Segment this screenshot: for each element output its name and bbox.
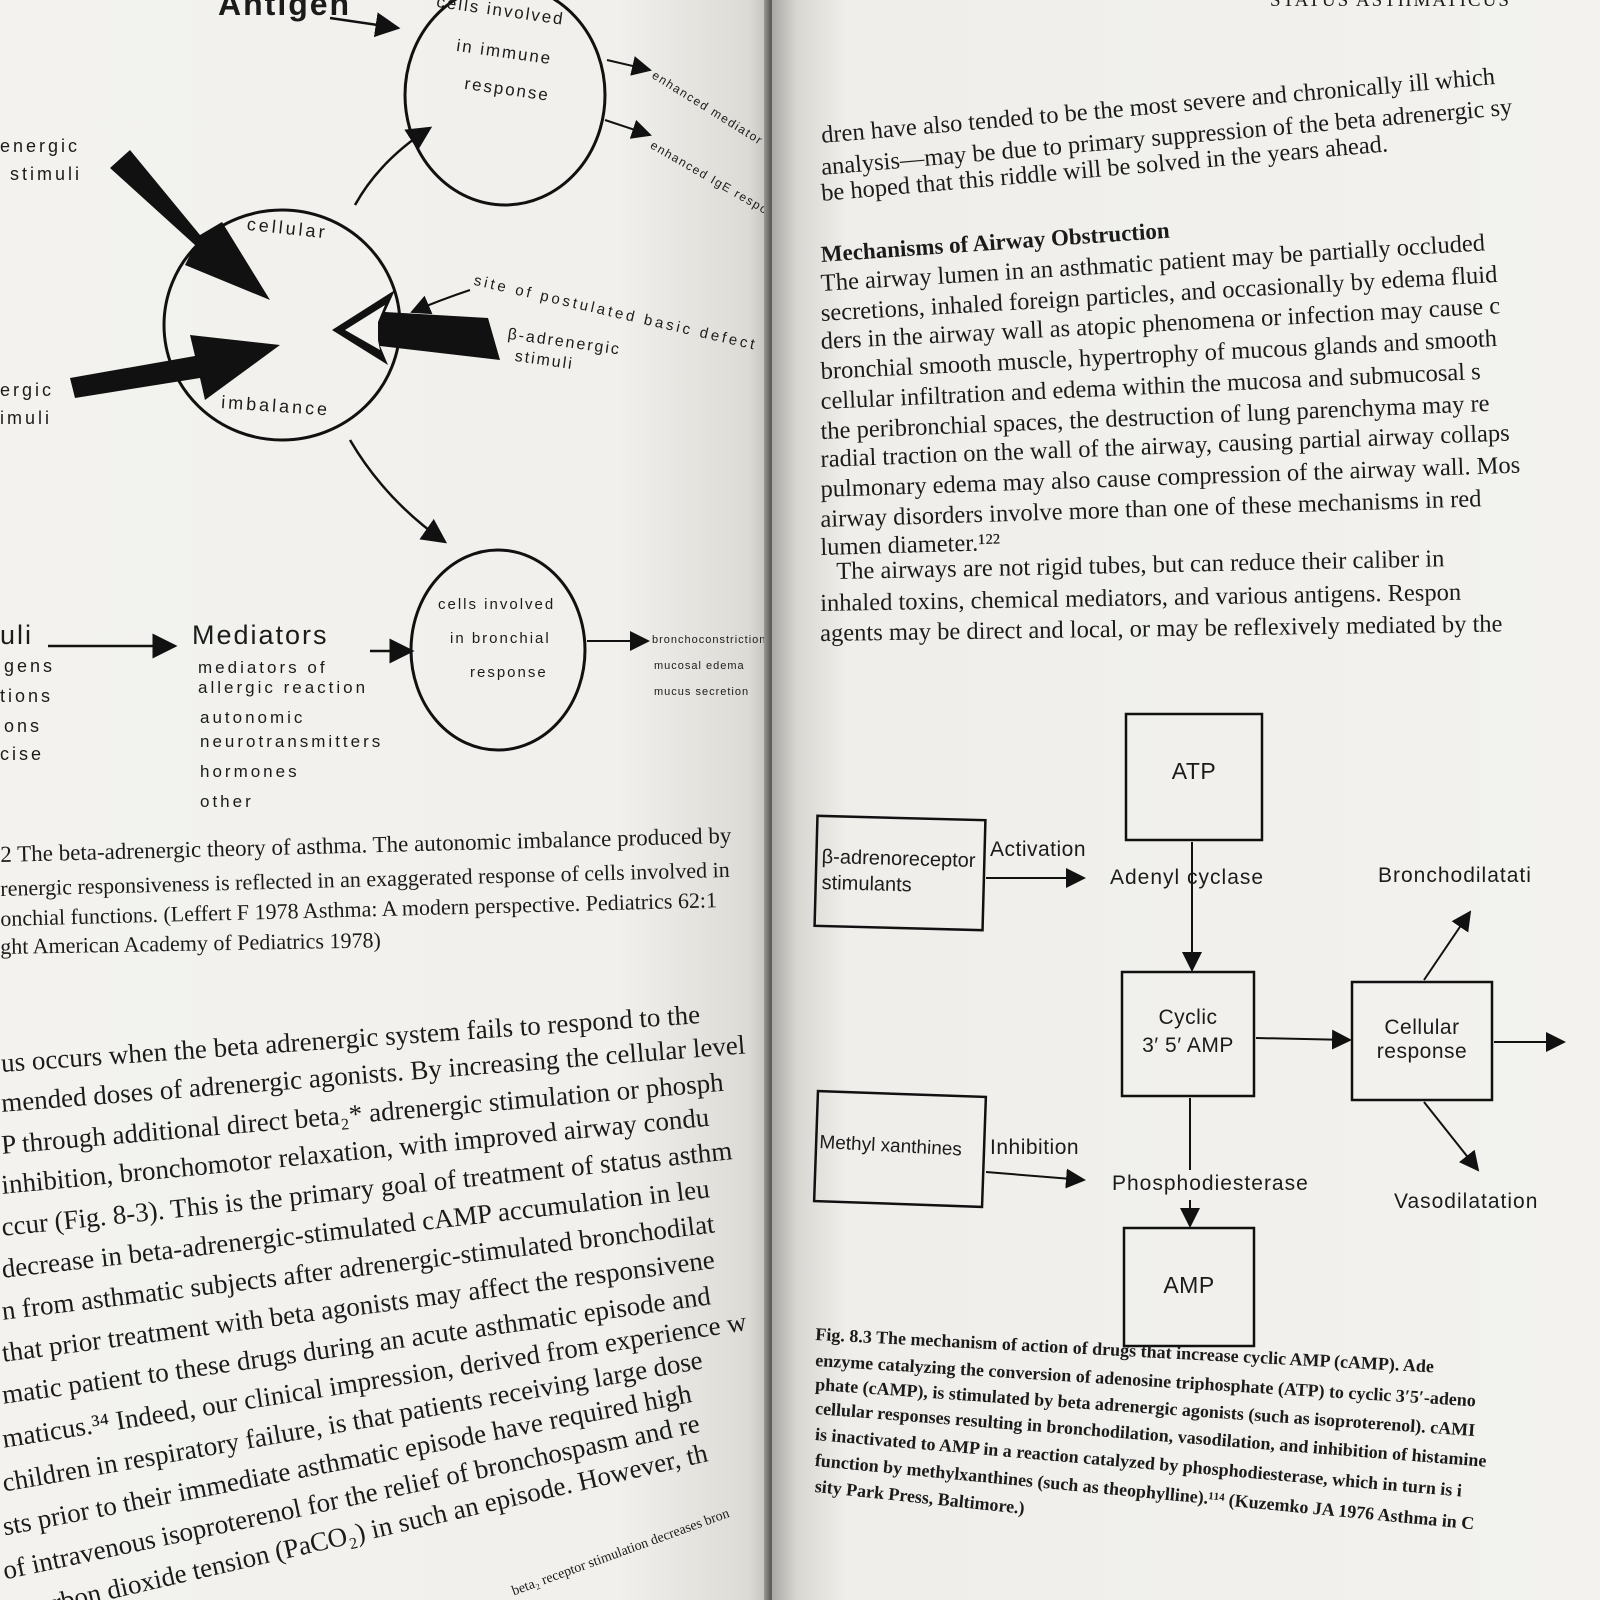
vasodilatation-arrow [1424, 1102, 1478, 1170]
mucus-secretion-label: mucus secretion [654, 686, 749, 698]
cyclic-amp-line-2: 3′ 5′ AMP [1122, 1034, 1254, 1058]
activation-label: Activation [990, 838, 1086, 862]
stimuli-item-4: cise [0, 744, 44, 765]
caption-8-2-line: ght American Academy of Pediatrics 1978) [0, 927, 381, 960]
amp-label: AMP [1124, 1272, 1254, 1299]
adrenergic-top-label-1: energic [0, 136, 80, 157]
bronchodilatation-arrow [1424, 912, 1470, 980]
adrenergic-bottom-arrow [70, 335, 280, 400]
bronchial-response-circle [411, 550, 585, 750]
phosphodiesterase-label: Phosphodiesterase [1112, 1172, 1309, 1196]
beta-stimulants-line-2: stimulants [821, 872, 912, 897]
adenyl-cyclase-label: Adenyl cyclase [1110, 866, 1264, 890]
antigen-label: Antigen [218, 0, 351, 23]
defect-pointer-arrow [412, 290, 470, 312]
footnote: beta₂ receptor stimulation decreases bro… [510, 1506, 732, 1600]
adrenergic-bottom-label-2: imuli [0, 408, 52, 429]
cellular-to-bronchial-arrow [350, 440, 445, 542]
atp-label: ATP [1126, 758, 1262, 785]
cellular-to-immune-arrow [355, 128, 430, 205]
bronchoconstriction-label: bronchoconstriction [652, 634, 766, 646]
immune-output-arrow-1 [607, 60, 650, 70]
cellular-response-line-1: Cellular [1352, 1016, 1492, 1040]
right-page: STATUS ASTHMATICUS dren have also tended… [772, 0, 1600, 1600]
inhibition-arrow [986, 1172, 1084, 1180]
cyclic-amp-line-1: Cyclic [1122, 1006, 1254, 1030]
beta-stimulants-line-1: β-adrenoreceptor [821, 846, 975, 873]
mediator-item-3: autonomic [200, 708, 305, 728]
mediator-item-6: other [200, 792, 254, 812]
inhibition-label: Inhibition [990, 1136, 1079, 1160]
bronchial-cells-line-2: in bronchial [450, 630, 551, 647]
stimuli-left-label: uli [0, 620, 33, 651]
mediator-item-4: neurotransmitters [200, 732, 383, 752]
cellular-response-line-2: response [1352, 1040, 1492, 1064]
adrenergic-top-label-2: stimuli [10, 164, 82, 185]
mediator-item-2: allergic reaction [198, 678, 368, 698]
vasodilatation-label: Vasodilatation [1394, 1190, 1538, 1214]
stimuli-item-1: gens [4, 656, 55, 677]
stimuli-item-3: ons [4, 716, 42, 737]
cyclic-to-cellular-arrow [1256, 1038, 1350, 1040]
immune-response-circle [405, 0, 605, 205]
adrenergic-bottom-label-1: ergic [0, 380, 54, 401]
mediator-item-1: mediators of [198, 658, 328, 678]
mediator-item-5: hormones [200, 762, 300, 782]
bronchial-cells-line-1: cells involved [438, 596, 555, 613]
mediators-label: Mediators [192, 620, 329, 651]
bronchodilatation-label: Bronchodilatati [1378, 864, 1532, 888]
mucosal-edema-label: mucosal edema [654, 660, 745, 672]
left-page: Antigen cells involved in immune respons… [0, 0, 772, 1600]
stimuli-item-2: tions [0, 686, 53, 707]
figure-8-2-diagram [0, 0, 772, 840]
immune-output-arrow-2 [605, 120, 650, 135]
bronchial-cells-line-3: response [470, 664, 548, 681]
